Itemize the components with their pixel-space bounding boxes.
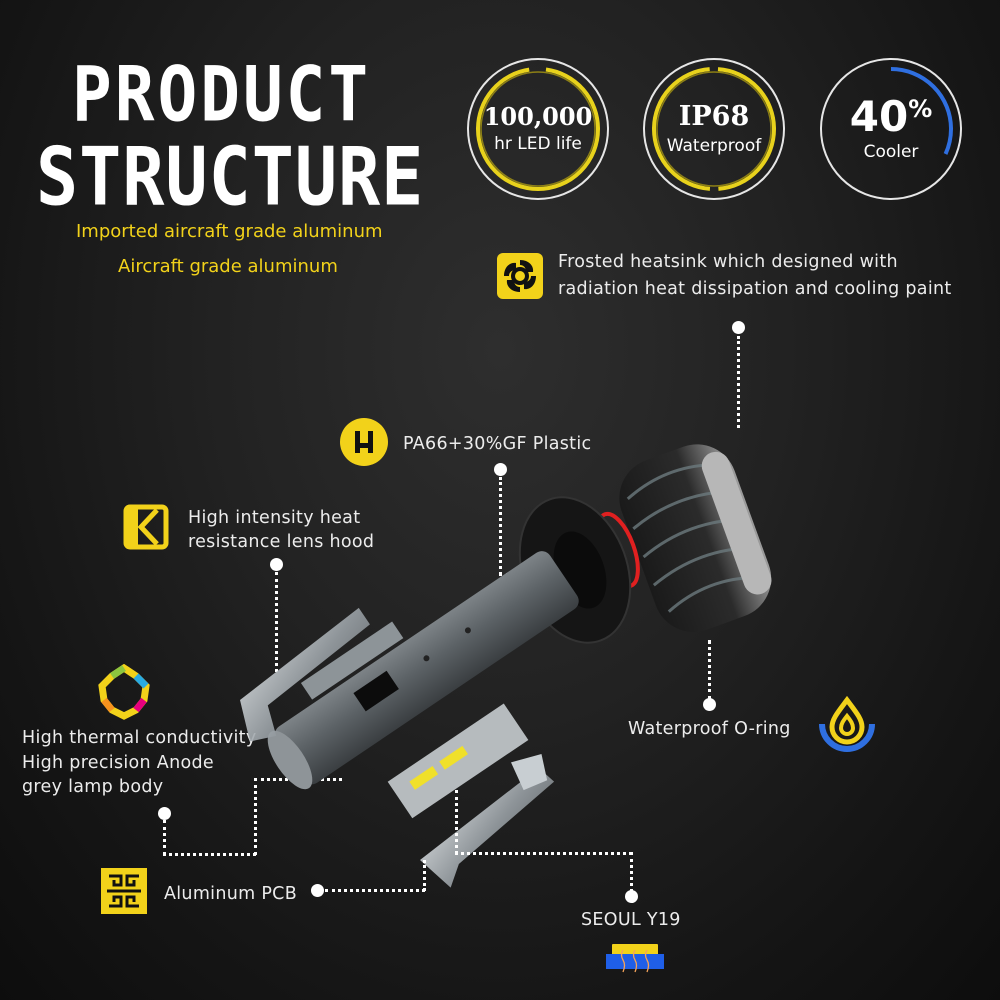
badge-value: IP68 — [678, 101, 750, 133]
lamp-body-leader-horizontal-1 — [163, 853, 256, 856]
lamp-body-label-1: High thermal conductivity — [22, 728, 257, 748]
lamp-body-label-2: High precision Anode — [22, 753, 214, 773]
plastic-label: PA66+30%GF Plastic — [403, 434, 592, 454]
k-bracket-icon — [123, 504, 169, 550]
lamp-body-marker — [158, 807, 171, 820]
lens-hood-label-2: resistance lens hood — [188, 532, 375, 552]
badge-label: Cooler — [863, 142, 919, 162]
badge-value: 40% — [850, 96, 933, 138]
lamp-body-leader-vertical-1 — [163, 820, 166, 855]
badge-unit: % — [908, 95, 933, 123]
yellow-ring-icon — [652, 67, 776, 191]
badge-waterproof: IP68 Waterproof — [643, 58, 785, 200]
fan-icon — [497, 253, 543, 299]
lamp-body-leader-vertical-2 — [254, 778, 257, 855]
title-line-2: STRUCTURE — [36, 129, 425, 225]
lamp-body-label-3: grey lamp body — [22, 777, 164, 797]
badge-value: 100,000 — [483, 101, 593, 131]
pcb-label: Aluminum PCB — [164, 884, 298, 904]
badge-label: hr LED life — [494, 134, 582, 155]
led-bulb-illustration — [240, 444, 772, 888]
chip-leader-vertical-2 — [630, 852, 633, 892]
heatsink-label-1: Frosted heatsink which designed with — [558, 252, 898, 272]
heatsink-label-2: radiation heat dissipation and cooling p… — [558, 279, 952, 299]
pcb-marker — [311, 884, 324, 897]
heatsink-marker — [732, 321, 745, 334]
plastic-marker — [494, 463, 507, 476]
plastic-leader-vertical — [499, 477, 502, 575]
flower-ring-icon — [96, 664, 152, 720]
o-ring-label: Waterproof O-ring — [628, 719, 791, 739]
yellow-ring-icon — [476, 67, 600, 191]
pcb-leader-vertical — [423, 860, 426, 891]
greek-key-icon — [101, 868, 147, 914]
badge-number: 40 — [849, 92, 909, 141]
subtitle-line-2: Aircraft grade aluminum — [118, 256, 338, 277]
subtitle-line-1: Imported aircraft grade aluminum — [76, 221, 383, 242]
chip-label: SEOUL Y19 — [581, 910, 681, 930]
o-ring-leader-line — [708, 640, 711, 700]
lens-hood-leader-line — [275, 572, 278, 672]
blue-arc-icon — [829, 67, 953, 191]
badge-cooler: 40% Cooler — [820, 58, 962, 200]
o-ring-marker — [703, 698, 716, 711]
led-chip-icon — [606, 944, 666, 976]
title-line-1: PRODUCT — [72, 50, 372, 139]
lens-hood-label-1: High intensity heat — [188, 508, 361, 528]
chip-leader-horizontal — [455, 852, 632, 855]
heatsink-leader-line — [737, 336, 740, 428]
chip-marker — [625, 890, 638, 903]
pcb-leader-horizontal — [325, 889, 425, 892]
badge-label: Waterproof — [666, 135, 762, 156]
lens-hood-marker — [270, 558, 283, 571]
chip-leader-vertical-1 — [455, 790, 458, 854]
water-drop-icon — [818, 694, 876, 752]
badge-led-life: 100,000 hr LED life — [467, 58, 609, 200]
plastic-h-icon — [340, 418, 388, 466]
